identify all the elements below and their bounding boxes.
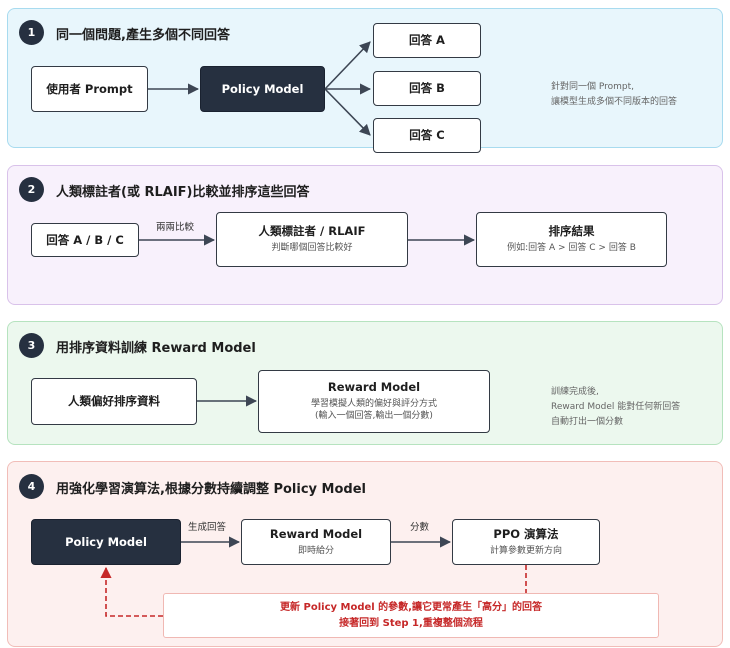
generate-edge-label: 生成回答 <box>188 522 227 533</box>
reward-model-train-subtitle: 學習模擬人類的偏好與評分方式 (輸入一個回答,輸出一個分數) <box>311 398 437 423</box>
ppo-node: PPO 演算法 計算參數更新方向 <box>452 519 600 565</box>
step-3-note: 訓練完成後, Reward Model 能對任何新回答 自動打出一個分數 <box>551 385 680 430</box>
policy-model-update-node: Policy Model <box>31 519 181 565</box>
prompt-node: 使用者 Prompt <box>31 66 148 112</box>
preference-data-node: 人類偏好排序資料 <box>31 378 197 425</box>
ranking-result-title: 排序結果 <box>548 224 595 239</box>
step-3-note-line-1: 訓練完成後, <box>551 387 599 397</box>
ranking-result-node: 排序結果 例如:回答 A > 回答 C > 回答 B <box>476 212 667 267</box>
answer-b-label: 回答 B <box>409 81 445 96</box>
step-1-note: 針對同一個 Prompt, 讓模型生成多個不同版本的回答 <box>551 80 677 110</box>
step-3-note-line-2: Reward Model 能對任何新回答 <box>551 401 681 412</box>
step-3-note-line-3: 自動打出一個分數 <box>551 416 624 427</box>
annotator-node: 人類標註者 / RLAIF 判斷哪個回答比較好 <box>216 212 408 267</box>
ppo-subtitle: 計算參數更新方向 <box>489 545 562 556</box>
step-2-badge: 2 <box>19 177 44 202</box>
feedback-callout: 更新 Policy Model 的參數,讓它更常產生「高分」的回答 接著回到 S… <box>163 593 659 638</box>
step-1-badge: 1 <box>19 20 44 45</box>
reward-model-score-node: Reward Model 即時給分 <box>241 519 391 565</box>
answer-b-node: 回答 B <box>373 71 481 106</box>
step-1-title: 同一個問題,產生多個不同回答 <box>56 28 230 43</box>
preference-data-label: 人類偏好排序資料 <box>68 394 160 409</box>
annotator-subtitle: 判斷哪個回答比較好 <box>271 243 353 254</box>
reward-model-train-title: Reward Model <box>327 379 421 394</box>
policy-model-node: Policy Model <box>200 66 325 112</box>
feedback-line-2: 接著回到 Step 1,重複整個流程 <box>339 617 483 629</box>
answer-c-label: 回答 C <box>409 128 445 143</box>
answers-abc-label: 回答 A / B / C <box>46 232 124 247</box>
annotator-title: 人類標註者 / RLAIF <box>258 224 366 239</box>
step-2-title: 人類標註者(或 RLAIF)比較並排序這些回答 <box>56 185 310 200</box>
score-edge-label: 分數 <box>410 522 430 533</box>
ppo-title: PPO 演算法 <box>493 526 559 541</box>
step-1-note-line-1: 針對同一個 Prompt, <box>551 82 635 92</box>
step-3-badge: 3 <box>19 333 44 358</box>
answer-a-node: 回答 A <box>373 23 481 58</box>
reward-model-score-title: Reward Model <box>269 526 363 541</box>
reward-model-train-sub-line-2: (輸入一個回答,輸出一個分數) <box>315 411 433 422</box>
policy-model-update-label: Policy Model <box>65 534 147 549</box>
compare-edge-label: 兩兩比較 <box>156 222 195 233</box>
ranking-result-subtitle: 例如:回答 A > 回答 C > 回答 B <box>507 243 636 254</box>
answers-abc-node: 回答 A / B / C <box>31 223 139 257</box>
reward-model-train-node: Reward Model 學習模擬人類的偏好與評分方式 (輸入一個回答,輸出一個… <box>258 370 490 433</box>
feedback-line-1: 更新 Policy Model 的參數,讓它更常產生「高分」的回答 <box>280 602 542 613</box>
step-3-title: 用排序資料訓練 Reward Model <box>56 341 256 356</box>
step-1-note-line-2: 讓模型生成多個不同版本的回答 <box>551 96 678 107</box>
reward-model-train-sub-line-1: 學習模擬人類的偏好與評分方式 <box>310 398 437 409</box>
reward-model-score-subtitle: 即時給分 <box>297 545 334 556</box>
answer-c-node: 回答 C <box>373 118 481 153</box>
policy-model-node-label: Policy Model <box>221 81 304 96</box>
prompt-node-label: 使用者 Prompt <box>46 81 133 96</box>
answer-a-label: 回答 A <box>409 33 445 48</box>
step-4-badge: 4 <box>19 474 44 499</box>
step-4-title: 用強化學習演算法,根據分數持續調整 Policy Model <box>56 482 366 497</box>
